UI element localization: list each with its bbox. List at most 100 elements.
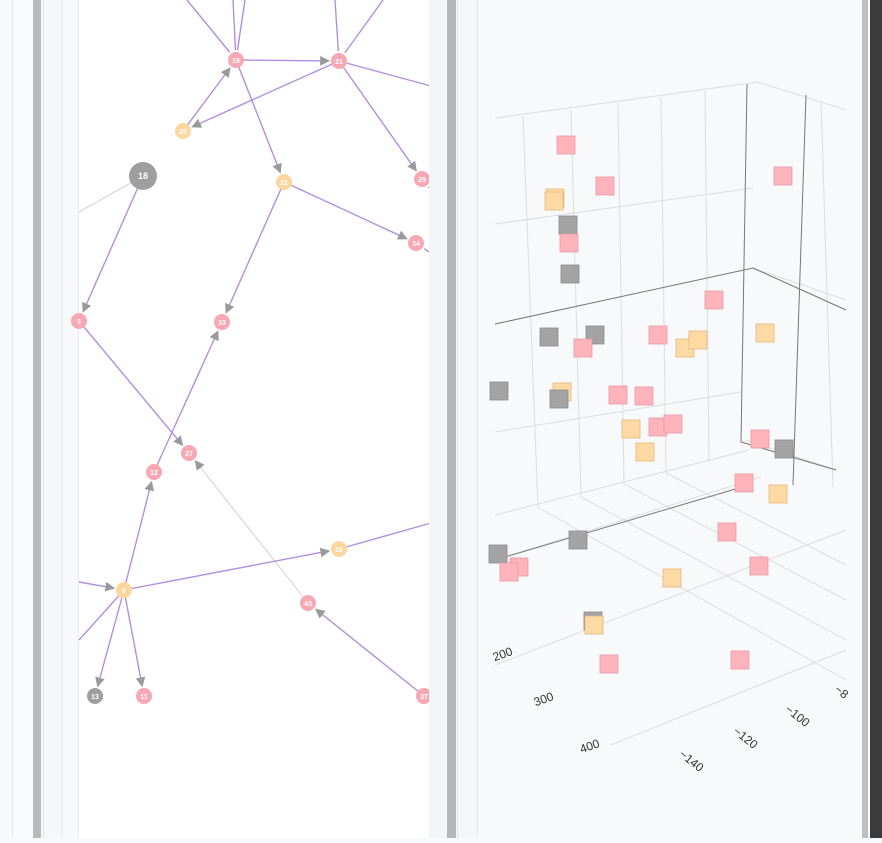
grid-line: [494, 476, 762, 561]
graph-node[interactable]: 29: [414, 171, 430, 187]
scatter-marker[interactable]: [773, 166, 793, 186]
graph-edge: [123, 480, 155, 591]
graph-node[interactable]: 13: [87, 688, 103, 704]
axis-tick-label: −100: [783, 702, 813, 730]
middle-scrollbar[interactable]: [447, 0, 456, 838]
graph-edge: [78, 581, 116, 592]
scatter-marker[interactable]: [755, 323, 775, 343]
axis-tick-label: −140: [677, 747, 707, 775]
axis-tick-label: 200: [491, 644, 515, 664]
graph-node-label: 21: [335, 59, 343, 66]
graph-edge: [235, 59, 282, 174]
graph-edge: [153, 330, 219, 473]
graph-node-label: 37: [420, 694, 428, 701]
left-scrollbar[interactable]: [33, 0, 41, 838]
graph-node[interactable]: 12: [146, 464, 162, 480]
scatter-marker[interactable]: [768, 484, 788, 504]
graph-edge: [235, 55, 330, 66]
grid-line: [740, 83, 748, 443]
scatter-marker[interactable]: [595, 176, 615, 196]
scatter-marker[interactable]: [730, 650, 750, 670]
grid-line: [494, 267, 754, 325]
scatter-marker[interactable]: [662, 568, 682, 588]
graph-node-label: 16: [335, 547, 343, 554]
graph-node-label: 6: [122, 588, 126, 595]
graph-node[interactable]: 11: [136, 688, 152, 704]
scatter-marker[interactable]: [635, 442, 655, 462]
scatter-marker[interactable]: [499, 562, 519, 582]
scatter-marker[interactable]: [539, 327, 559, 347]
graph-edge: [236, 0, 246, 51]
graph-node-label: 11: [140, 694, 148, 701]
graph-node-label: 22: [280, 180, 288, 187]
left-panel-frame: [12, 0, 33, 838]
scatter-marker[interactable]: [749, 556, 769, 576]
graph-edge: [182, 67, 231, 132]
graph-node[interactable]: 34: [408, 235, 424, 251]
graph-node[interactable]: 33: [214, 314, 230, 330]
graph-node[interactable]: 43: [300, 595, 316, 611]
graph-node-label: 18: [138, 171, 148, 181]
graph-node[interactable]: 16: [331, 541, 347, 557]
scatter-marker[interactable]: [608, 385, 628, 405]
scatter-marker[interactable]: [558, 215, 578, 235]
graph-node[interactable]: 6: [116, 582, 132, 598]
grid-line: [494, 391, 742, 433]
network-graph[interactable]: 19 21 20 18 22 29 34 33 27 12 16 6 43 13 11 37 3: [71, 0, 432, 838]
scatter-marker[interactable]: [704, 290, 724, 310]
scatter-marker[interactable]: [568, 530, 588, 550]
scatter-marker[interactable]: [560, 264, 580, 284]
axis-tick-label: −120: [731, 724, 761, 752]
scatter-marker[interactable]: [549, 389, 569, 409]
scatter-marker[interactable]: [750, 429, 770, 449]
grid-line: [820, 99, 834, 488]
right-scrollbar[interactable]: [862, 0, 868, 838]
scatter-marker[interactable]: [573, 338, 593, 358]
scatter-marker[interactable]: [663, 414, 683, 434]
graph-edge: [283, 181, 408, 240]
graph-edge: [344, 0, 384, 54]
scatter-panel-gutter: [457, 0, 478, 838]
panel-divider: [429, 0, 447, 838]
graph-edge: [186, 0, 231, 53]
scatter-marker[interactable]: [488, 544, 508, 564]
scatter-marker[interactable]: [489, 381, 509, 401]
scatter-marker[interactable]: [544, 191, 564, 211]
graph-node[interactable]: 37: [416, 688, 432, 704]
scatter-marker[interactable]: [648, 325, 668, 345]
graph-node[interactable]: 19: [228, 52, 244, 68]
scatter-marker[interactable]: [688, 330, 708, 350]
scatter-marker[interactable]: [584, 615, 604, 635]
scatter-marker[interactable]: [559, 233, 579, 253]
graph-edge: [123, 547, 331, 591]
graph-node[interactable]: 20: [175, 123, 191, 139]
graph-node[interactable]: 3: [71, 313, 87, 329]
grid-line: [494, 529, 847, 666]
scatter-marker[interactable]: [634, 386, 654, 406]
graph-node-label: 13: [91, 694, 99, 701]
graph-node[interactable]: 22: [276, 174, 292, 190]
graph-node-label: 3: [77, 319, 81, 326]
graph-node-label: 20: [179, 129, 187, 136]
scatter-marker[interactable]: [717, 522, 737, 542]
grid-line: [792, 94, 807, 486]
scatter-marker[interactable]: [774, 439, 794, 459]
graph-edge: [123, 589, 146, 688]
grid-line: [660, 96, 667, 474]
axis-tick-label: −8: [832, 682, 852, 702]
scatter-marker[interactable]: [556, 135, 576, 155]
graph-edge: [423, 248, 430, 253]
graph-node[interactable]: 21: [331, 53, 347, 69]
network-graph-canvas[interactable]: 19 21 20 18 22 29 34 33 27 12 16 6 43 13 11 37 3: [71, 0, 432, 838]
grid-line: [522, 115, 539, 509]
graph-node[interactable]: 18: [129, 162, 157, 190]
graph-edge: [232, 0, 237, 51]
graph-edge: [315, 608, 425, 697]
graph-node[interactable]: 27: [181, 445, 197, 461]
scatter-marker[interactable]: [621, 419, 641, 439]
scatter-marker[interactable]: [599, 654, 619, 674]
left-panel-gutter: [43, 0, 62, 838]
scatter-marker[interactable]: [734, 473, 754, 493]
